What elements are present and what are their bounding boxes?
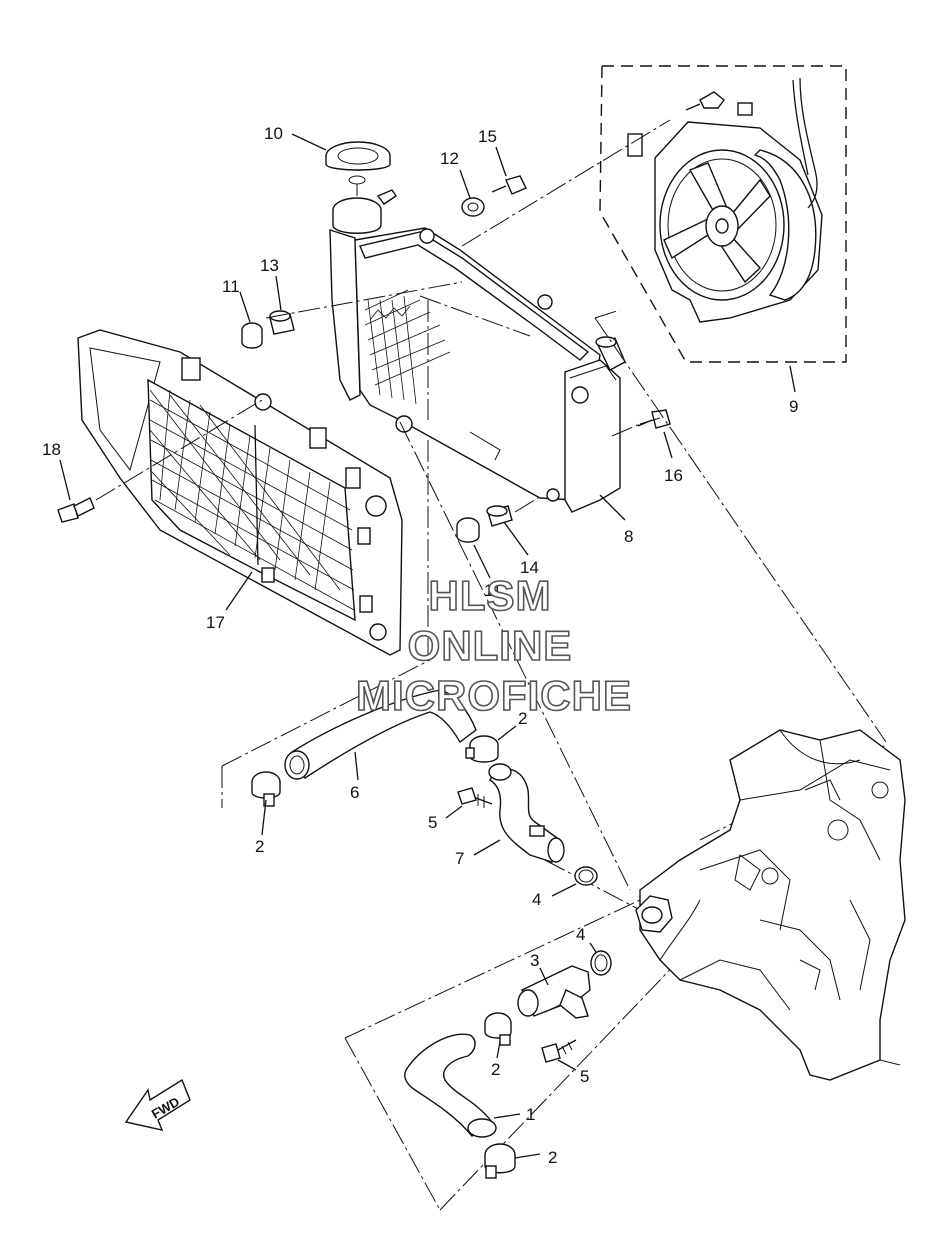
fwd-arrow-icon: FWD (124, 1078, 191, 1131)
leader-2c (496, 1041, 501, 1059)
hose-7 (488, 763, 565, 863)
label-1: 1 (526, 1105, 535, 1124)
pipe-3 (517, 965, 591, 1019)
label-2b: 2 (518, 709, 527, 728)
label-5a: 5 (428, 813, 437, 832)
label-16: 16 (664, 466, 683, 485)
leader-15 (495, 146, 507, 177)
leader-12 (459, 169, 471, 199)
label-12: 12 (440, 149, 459, 168)
leader-17 (225, 571, 253, 611)
leader-14 (503, 521, 529, 556)
label-8: 8 (624, 527, 633, 546)
leader-11a (239, 291, 251, 323)
leader-8 (599, 494, 626, 521)
label-2d: 2 (548, 1148, 557, 1167)
leader-9 (789, 365, 796, 393)
clamp-2-left (251, 771, 281, 807)
engine-block (635, 729, 906, 1081)
leader-5b (557, 1059, 577, 1071)
leader-2a (261, 799, 267, 836)
label-15: 15 (478, 127, 497, 146)
leader-11b (473, 544, 491, 579)
grommet-11-top (241, 322, 263, 349)
callout-labels: 10 15 12 13 11 9 18 16 8 14 11 17 2 6 5 … (42, 124, 798, 1167)
oring-4-upper (574, 866, 598, 886)
label-11b: 11 (484, 581, 502, 600)
leader-1 (493, 1113, 521, 1119)
label-10: 10 (264, 124, 283, 143)
label-2c: 2 (491, 1060, 500, 1079)
label-4b: 4 (576, 925, 585, 944)
label-2a: 2 (255, 837, 264, 856)
collar-14 (486, 505, 513, 527)
leader-5a (445, 805, 463, 819)
label-6: 6 (350, 783, 359, 802)
leader-13 (275, 275, 282, 311)
bolt-16 (637, 409, 671, 429)
leader-4a (551, 883, 577, 897)
bolt-5-upper (457, 787, 493, 808)
clamp-2-upper (465, 735, 499, 763)
label-7: 7 (455, 849, 464, 868)
label-3: 3 (530, 951, 539, 970)
radiator (329, 189, 626, 513)
oring-4-lower (590, 950, 612, 976)
fan-assembly (599, 65, 847, 363)
label-18: 18 (42, 440, 61, 459)
radiator-cap (291, 133, 391, 196)
leader-18 (59, 459, 71, 501)
leader-16 (663, 431, 673, 459)
leader-6 (354, 751, 359, 781)
collar-13 (269, 310, 295, 335)
leader-7 (473, 839, 501, 856)
label-5b: 5 (580, 1067, 589, 1086)
clamp-2-bottom (484, 1143, 516, 1179)
watermark: HLSM ONLINE MICROFICHE (355, 571, 632, 720)
label-14: 14 (520, 558, 539, 577)
watermark-line1: HLSM (429, 572, 552, 619)
hose-1 (404, 1033, 497, 1138)
bolt-15 (491, 175, 527, 195)
grommet-12 (461, 197, 485, 217)
leader-2d (514, 1153, 541, 1159)
label-13: 13 (260, 256, 279, 275)
radiator-guard (77, 329, 403, 656)
label-9: 9 (789, 397, 798, 416)
rivet-18 (57, 497, 95, 523)
label-17: 17 (206, 613, 225, 632)
leader-3 (539, 967, 549, 986)
leader-4b (589, 942, 597, 953)
hose-6 (284, 689, 477, 780)
watermark-line2: ONLINE (408, 622, 573, 669)
watermark-line3: MICROFICHE (356, 672, 632, 719)
label-11a: 11 (222, 277, 240, 296)
clamp-2-middle (484, 1012, 512, 1046)
bolt-5-lower (541, 1039, 577, 1063)
label-4a: 4 (532, 890, 541, 909)
grommet-11-bottom (456, 517, 480, 543)
leader-2b (497, 725, 517, 741)
